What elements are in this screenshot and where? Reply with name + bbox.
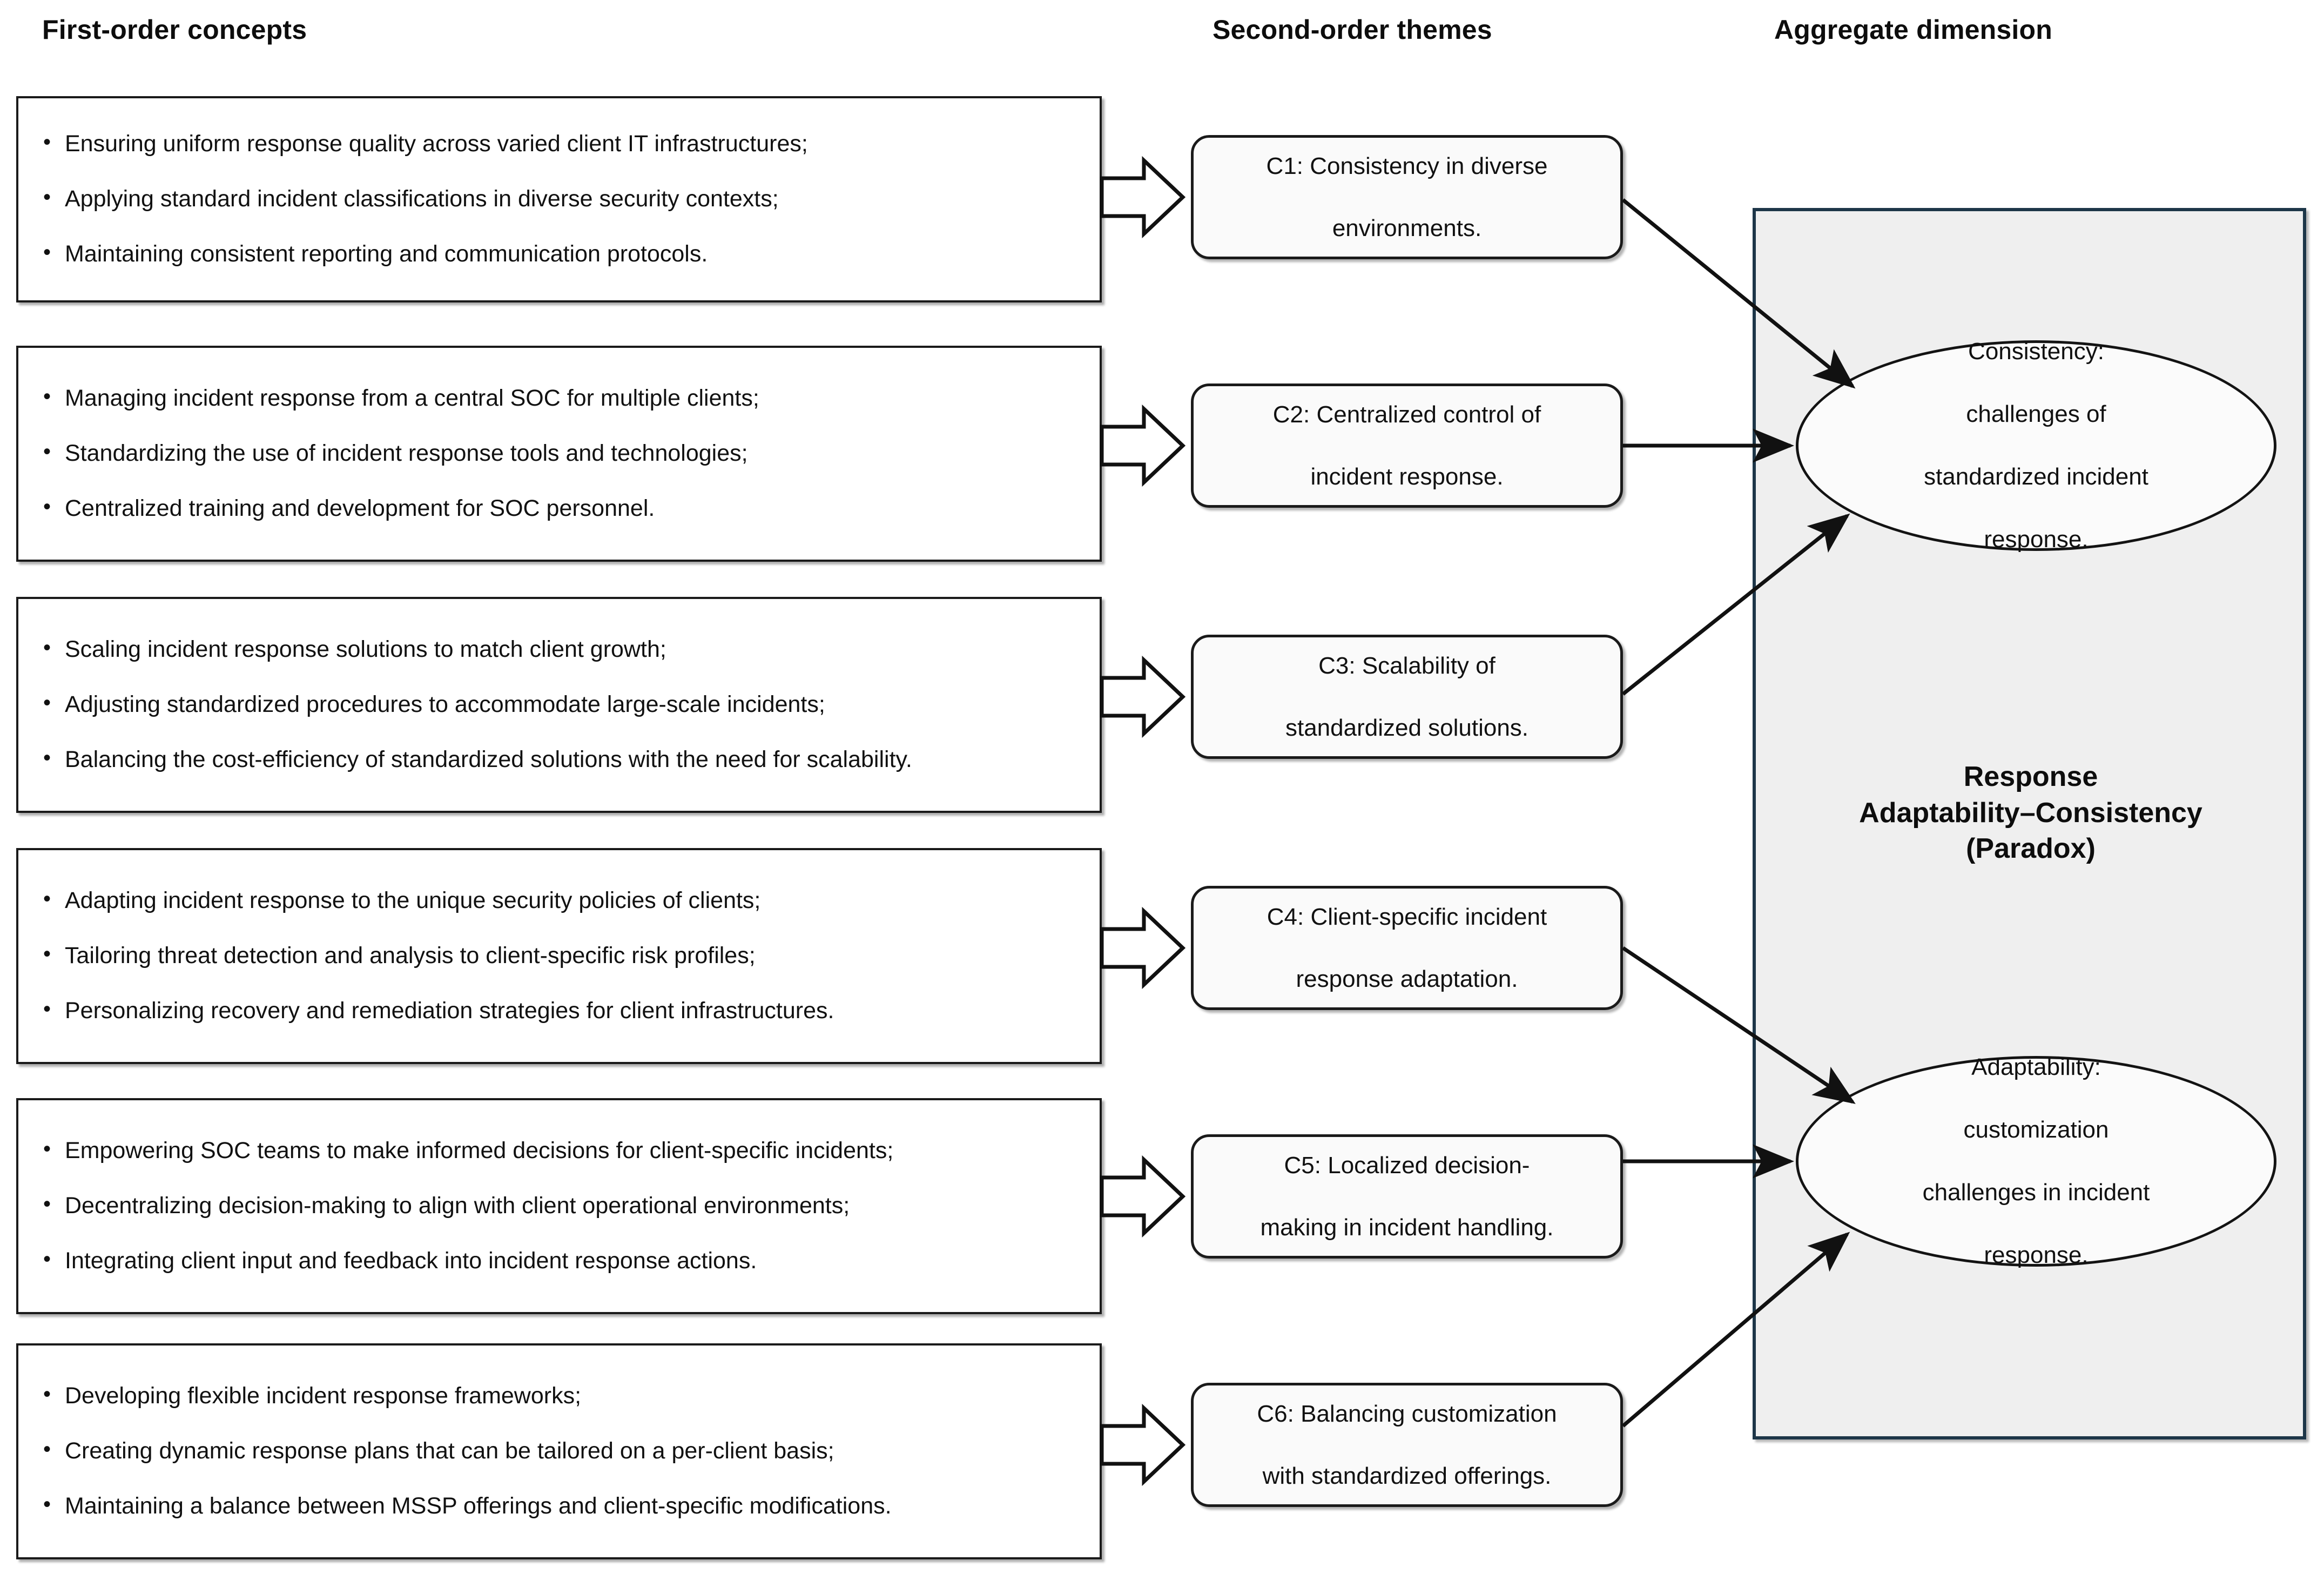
ellipse-line: customization (1963, 1116, 2109, 1143)
ellipse-line: response. (1984, 526, 2089, 553)
first-order-box-6: Developing flexible incident response fr… (16, 1343, 1102, 1559)
first-order-bullet: Scaling incident response solutions to m… (42, 634, 1076, 664)
column-header-aggregate: Aggregate dimension (1774, 15, 2052, 45)
block-arrow-5 (1100, 1155, 1186, 1238)
first-order-bullet-list-4: Adapting incident response to the unique… (42, 885, 1076, 1026)
block-arrow-1 (1100, 156, 1186, 239)
first-order-box-2: Managing incident response from a centra… (16, 346, 1102, 562)
block-arrow-6 (1100, 1403, 1186, 1486)
theme-line: incident response. (1310, 463, 1504, 490)
theme-line: C5: Localized decision- (1284, 1152, 1530, 1179)
second-order-theme-c3: C3: Scalability of standardized solution… (1191, 635, 1623, 759)
first-order-bullet: Managing incident response from a centra… (42, 383, 1076, 413)
first-order-bullet: Personalizing recovery and remediation s… (42, 995, 1076, 1026)
first-order-box-5: Empowering SOC teams to make informed de… (16, 1098, 1102, 1314)
block-arrow-3 (1100, 655, 1186, 738)
second-order-theme-c1: C1: Consistency in diverse environments. (1191, 135, 1623, 259)
theme-line: C3: Scalability of (1318, 652, 1496, 680)
first-order-box-1: Ensuring uniform response quality across… (16, 96, 1102, 302)
theme-line: environments. (1332, 214, 1482, 241)
theme-line: C6: Balancing customization (1257, 1401, 1557, 1428)
first-order-box-4: Adapting incident response to the unique… (16, 848, 1102, 1064)
first-order-bullet: Maintaining a balance between MSSP offer… (42, 1491, 1076, 1521)
first-order-bullet-list-6: Developing flexible incident response fr… (42, 1381, 1076, 1521)
second-order-theme-c5: C5: Localized decision- making in incide… (1191, 1134, 1623, 1259)
aggregate-title-line: Adaptability–Consistency (1859, 797, 2202, 829)
theme-line: standardized solutions. (1285, 714, 1529, 741)
first-order-bullet: Integrating client input and feedback in… (42, 1246, 1076, 1276)
ellipse-line: challenges of (1966, 400, 2106, 427)
first-order-bullet-list-3: Scaling incident response solutions to m… (42, 634, 1076, 775)
block-arrow-2 (1100, 404, 1186, 487)
first-order-bullet: Developing flexible incident response fr… (42, 1381, 1076, 1411)
first-order-bullet: Adapting incident response to the unique… (42, 885, 1076, 916)
aggregate-title-line: Response (1963, 761, 2098, 792)
theme-line: making in incident handling. (1260, 1214, 1554, 1241)
aggregate-dimension-title: Response Adaptability–Consistency (Parad… (1774, 759, 2287, 867)
second-order-theme-c2: C2: Centralized control of incident resp… (1191, 384, 1623, 508)
first-order-bullet: Creating dynamic response plans that can… (42, 1436, 1076, 1466)
first-order-bullet-list-1: Ensuring uniform response quality across… (42, 129, 1076, 269)
first-order-bullet: Standardizing the use of incident respon… (42, 438, 1076, 468)
second-order-theme-c4: C4: Client-specific incident response ad… (1191, 886, 1623, 1010)
column-header-first-order: First-order concepts (42, 15, 307, 45)
first-order-bullet: Empowering SOC teams to make informed de… (42, 1135, 1076, 1166)
theme-line: C1: Consistency in diverse (1266, 153, 1548, 180)
aggregate-ellipse-adaptability: Adaptability: customization challenges i… (1796, 1054, 2276, 1268)
first-order-bullet: Tailoring threat detection and analysis … (42, 940, 1076, 971)
first-order-bullet-list-5: Empowering SOC teams to make informed de… (42, 1135, 1076, 1276)
ellipse-line: Consistency: (1968, 338, 2104, 365)
second-order-theme-c6: C6: Balancing customization with standar… (1191, 1383, 1623, 1507)
ellipse-line: standardized incident (1924, 463, 2148, 490)
first-order-bullet: Maintaining consistent reporting and com… (42, 239, 1076, 269)
first-order-bullet: Balancing the cost-efficiency of standar… (42, 744, 1076, 775)
aggregate-title-line: (Paradox) (1966, 833, 2096, 865)
theme-line: C2: Centralized control of (1272, 401, 1541, 428)
first-order-bullet: Applying standard incident classificatio… (42, 184, 1076, 214)
first-order-bullet: Adjusting standardized procedures to acc… (42, 689, 1076, 719)
column-header-second-order: Second-order themes (1212, 15, 1492, 45)
theme-line: C4: Client-specific incident (1267, 904, 1547, 931)
ellipse-line: Adaptability: (1971, 1053, 2101, 1080)
theme-line: with standardized offerings. (1262, 1462, 1552, 1489)
theme-line: response adaptation. (1296, 965, 1518, 992)
first-order-bullet: Centralized training and development for… (42, 493, 1076, 523)
ellipse-line: challenges in incident (1922, 1179, 2150, 1206)
block-arrow-4 (1100, 906, 1186, 990)
ellipse-line: response. (1984, 1242, 2089, 1269)
first-order-bullet-list-2: Managing incident response from a centra… (42, 383, 1076, 523)
first-order-bullet: Decentralizing decision-making to align … (42, 1190, 1076, 1221)
first-order-bullet: Ensuring uniform response quality across… (42, 129, 1076, 159)
first-order-box-3: Scaling incident response solutions to m… (16, 597, 1102, 813)
aggregate-ellipse-consistency: Consistency: challenges of standardized … (1796, 338, 2276, 553)
